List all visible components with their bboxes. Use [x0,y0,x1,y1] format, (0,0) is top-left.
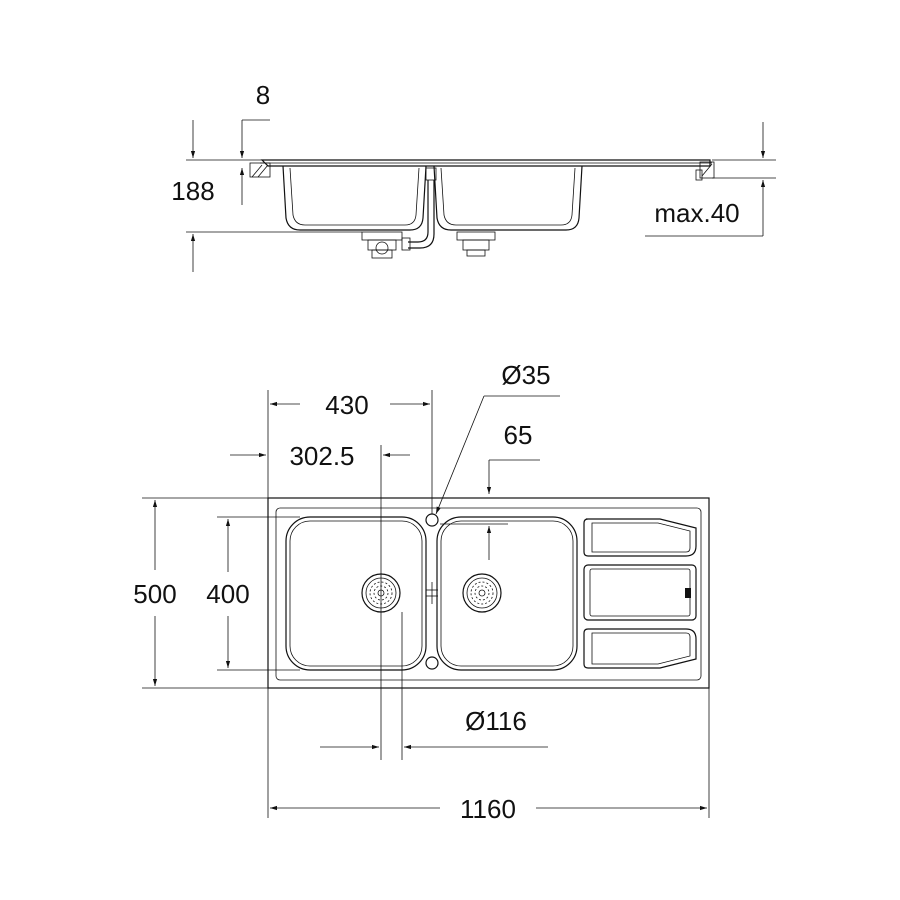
right-drain [462,573,502,613]
sink-outline [267,497,710,689]
dim-flange-label: 8 [256,80,270,110]
dim-length-total-label: 1160 [460,794,516,824]
dim-depth-inner: 400 [206,516,300,671]
dim-width-bowl-label: 430 [325,390,368,420]
left-bowl-profile [282,165,427,231]
dim-length-total: 1160 [267,688,710,824]
dim-drain-offset: 302.5 [230,441,410,760]
dim-depth-inner-label: 400 [206,579,249,609]
dim-offset-65-label: 65 [504,420,533,450]
drainer-board [583,518,697,669]
dim-flange: 8 [239,80,270,205]
dim-depth-total: 500 [133,497,268,689]
dim-drain-label: Ø116 [465,706,527,736]
overflow-hole [425,656,439,670]
tap-hole [425,513,439,527]
left-bowl [285,516,427,671]
right-bowl-profile [433,165,583,231]
dim-depth: 188 [171,120,362,272]
dim-drain-offset-label: 302.5 [289,441,354,471]
dim-drain: Ø116 [320,612,548,760]
right-bowl [436,516,578,671]
dim-hole: Ø35 [435,360,560,515]
dim-width-bowl: 430 [267,390,433,514]
dim-countertop-label: max.40 [654,198,739,228]
countertop-right [695,161,715,181]
top-view: 1160 430 302.5 Ø35 65 [133,360,710,824]
side-view: 8 188 max.40 [171,80,776,272]
dim-hole-label: Ø35 [501,360,550,390]
dim-offset-65: 65 [440,420,540,560]
overflow-pipe [408,167,437,249]
left-drain-fitting [361,231,411,259]
dim-depth-label: 188 [171,176,214,206]
dim-depth-total-label: 500 [133,579,176,609]
right-drain-fitting [456,231,496,257]
dim-countertop: max.40 [645,122,776,237]
